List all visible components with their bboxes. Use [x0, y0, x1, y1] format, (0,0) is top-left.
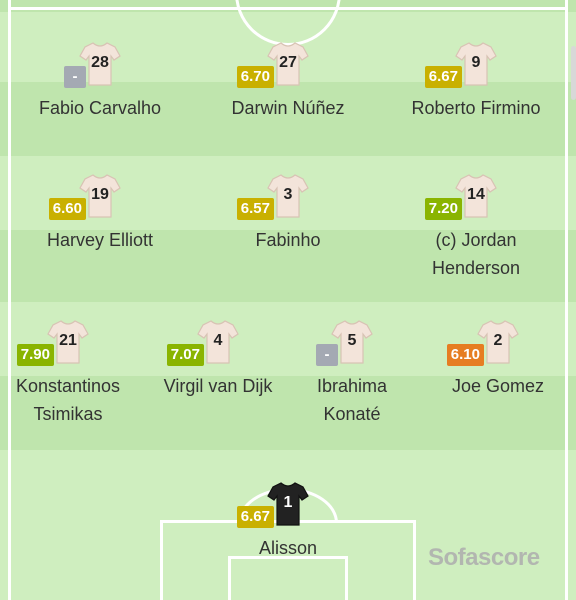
jersey-number: 5 — [347, 332, 357, 349]
player-name: Joe Gomez — [408, 372, 576, 400]
pitch-stripe — [0, 376, 576, 450]
rating-badge: 6.67 — [424, 66, 462, 88]
player-name-line: Konaté — [323, 404, 381, 424]
jersey-number: 19 — [91, 186, 109, 203]
player-name: Roberto Firmino — [386, 94, 566, 122]
player-name-line: Virgil van Dijk — [163, 376, 273, 396]
jersey-icon: 19 — [79, 173, 121, 219]
jersey-number: 2 — [493, 332, 503, 349]
player-name-line: (c) Jordan — [435, 230, 517, 250]
jersey-number: 28 — [91, 54, 109, 71]
sofascore-watermark: Sofascore — [428, 544, 540, 571]
jersey-icon: 5 — [331, 319, 373, 365]
player-name-line: Darwin Núñez — [231, 98, 345, 118]
rating-badge: 6.67 — [236, 506, 274, 528]
player-carvalho[interactable]: 28- Fabio Carvalho — [10, 41, 190, 122]
rating-badge: 7.07 — [166, 344, 204, 366]
player-name: Fabio Carvalho — [10, 94, 190, 122]
jersey-icon: 27 — [267, 41, 309, 87]
rating-badge: - — [64, 66, 86, 88]
rating-badge: - — [316, 344, 338, 366]
jersey-icon: 28 — [79, 41, 121, 87]
rating-badge: 6.10 — [446, 344, 484, 366]
player-name: Darwin Núñez — [198, 94, 378, 122]
player-name-line: Harvey Elliott — [46, 230, 154, 250]
jersey-icon: 1 — [267, 481, 309, 527]
player-name: Virgil van Dijk — [128, 372, 308, 400]
player-name-line: Roberto Firmino — [411, 98, 541, 118]
pitch-stripe — [0, 82, 576, 156]
player-name-line: Alisson — [258, 538, 318, 558]
jersey-number: 3 — [283, 186, 293, 203]
rating-badge: 6.60 — [48, 198, 86, 220]
player-name-line: Fabio Carvalho — [38, 98, 162, 118]
player-kit-row: 28- — [10, 41, 190, 91]
player-name: Harvey Elliott — [10, 226, 190, 254]
player-name-line: Fabinho — [255, 230, 321, 250]
jersey-number: 21 — [59, 332, 77, 349]
rating-badge: 6.57 — [236, 198, 274, 220]
pitch-stripe — [0, 230, 576, 302]
player-name: Fabinho — [198, 226, 378, 254]
jersey-number: 4 — [213, 332, 223, 349]
rating-badge: 6.70 — [236, 66, 274, 88]
player-kit-row: 5- — [262, 319, 442, 369]
player-name: Alisson — [198, 534, 378, 562]
pitch-border — [8, 0, 568, 600]
jersey-icon: 14 — [455, 173, 497, 219]
jersey-number: 14 — [467, 186, 485, 203]
jersey-number: 1 — [283, 494, 293, 511]
player-name-line: Joe Gomez — [451, 376, 545, 396]
jersey-icon: 3 — [267, 173, 309, 219]
jersey-icon: 2 — [477, 319, 519, 365]
penalty-box — [160, 520, 416, 600]
jersey-icon: 21 — [47, 319, 89, 365]
goal-area — [228, 556, 348, 600]
player-name-line: Ibrahima — [316, 376, 388, 396]
jersey-number: 9 — [471, 54, 481, 71]
jersey-icon: 4 — [197, 319, 239, 365]
player-name-line: Tsimikas — [33, 404, 103, 424]
rating-badge: 7.90 — [16, 344, 54, 366]
player-name-line: Henderson — [431, 258, 521, 278]
rating-badge: 7.20 — [424, 198, 462, 220]
jersey-number: 27 — [279, 54, 297, 71]
jersey-icon: 9 — [455, 41, 497, 87]
player-name-line: Konstantinos — [15, 376, 121, 396]
scrollbar[interactable] — [571, 46, 576, 100]
